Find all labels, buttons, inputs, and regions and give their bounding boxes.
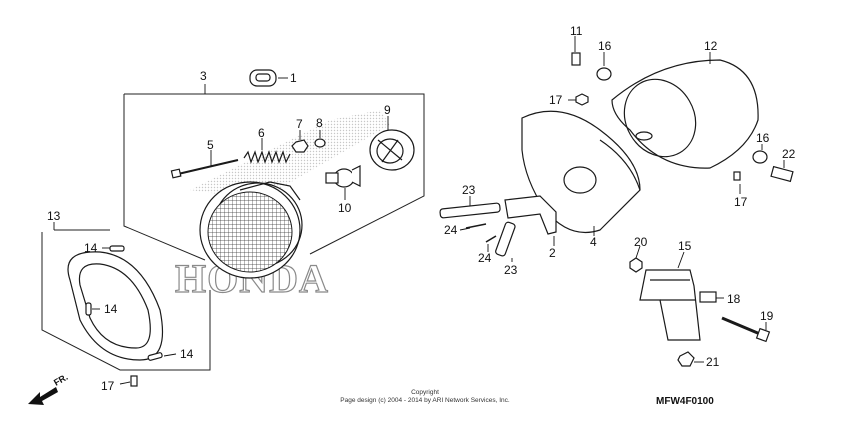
callout-16b: 16	[756, 131, 770, 145]
callout-22: 22	[782, 147, 796, 161]
callout-17a: 17	[549, 93, 563, 107]
part-stay-23-upper	[439, 202, 501, 219]
callout-12: 12	[704, 39, 718, 53]
part-clip-14c	[147, 352, 163, 361]
callout-1: 1	[290, 71, 297, 85]
front-direction-arrow: FR.	[28, 372, 70, 405]
callout-14a: 14	[84, 241, 98, 255]
callout-24b: 24	[478, 251, 492, 265]
part-spring-6	[243, 150, 291, 164]
callout-3: 3	[200, 69, 207, 83]
part-nut-21	[677, 351, 695, 367]
part-clip-14a	[109, 245, 125, 252]
callout-17b: 17	[734, 195, 748, 209]
part-bolt-22	[770, 165, 794, 183]
callout-24a: 24	[444, 223, 458, 237]
callout-23a: 23	[462, 183, 476, 197]
part-clip-14b	[85, 302, 92, 316]
part-case-4	[521, 110, 641, 234]
part-bolt-19	[721, 316, 771, 343]
part-bulb-10	[325, 165, 361, 188]
callout-23b: 23	[504, 263, 518, 277]
callout-6: 6	[258, 126, 265, 140]
callout-5: 5	[207, 138, 214, 152]
part-screw-17-right	[733, 171, 741, 181]
part-collar-16-right	[752, 150, 768, 164]
arrow-icon	[28, 387, 58, 405]
callout-2: 2	[549, 246, 556, 260]
part-headlight-case-12	[611, 59, 759, 169]
part-nut-7	[291, 139, 309, 153]
callout-11: 11	[570, 24, 583, 38]
callout-17c: 17	[101, 379, 115, 393]
callout-14c: 14	[180, 347, 194, 361]
part-screw-5	[170, 159, 239, 179]
part-headlight-unit	[199, 181, 303, 279]
part-collar-8	[314, 138, 326, 148]
group-frame-13	[41, 229, 211, 371]
part-grommet	[249, 69, 277, 87]
callout-8: 8	[316, 116, 323, 130]
leader-lines	[92, 36, 785, 385]
part-socket-cover-9	[369, 129, 415, 171]
group-frame-3	[123, 93, 425, 261]
callout-13: 13	[47, 209, 61, 223]
callout-20: 20	[634, 235, 648, 249]
callout-19: 19	[760, 309, 774, 323]
part-screw-17-left	[130, 375, 138, 387]
diagram-code: MFW4F0100	[656, 396, 714, 407]
callout-7: 7	[296, 117, 303, 131]
copyright-line: Page design (c) 2004 - 2014 by ARI Netwo…	[340, 397, 510, 404]
fr-label: FR.	[52, 372, 70, 388]
part-rim-13	[67, 251, 164, 361]
part-screw-24-lower	[485, 235, 497, 243]
callout-10: 10	[338, 201, 352, 215]
part-nut-20	[629, 257, 643, 273]
copyright-title: Copyright	[411, 389, 439, 396]
callout-16a: 16	[598, 39, 612, 53]
callout-numbers: 1 2 3 4 5 6 7 8 9 10 11 12 13 14 14 14 1…	[47, 24, 796, 393]
part-bracket-2	[504, 195, 557, 235]
part-nut-17-upper	[575, 93, 589, 106]
callout-15: 15	[678, 239, 692, 253]
callout-18: 18	[727, 292, 741, 306]
callout-4: 4	[590, 235, 597, 249]
part-bolt-18	[699, 291, 717, 303]
callout-14b: 14	[104, 302, 118, 316]
callout-9: 9	[384, 103, 391, 117]
part-bolt-11	[571, 52, 581, 66]
part-collar-16-upper	[596, 67, 612, 81]
part-screw-24-upper	[465, 223, 487, 229]
part-stay-23-lower	[495, 221, 516, 257]
callout-21: 21	[706, 355, 720, 369]
part-bracket-15	[639, 269, 701, 341]
